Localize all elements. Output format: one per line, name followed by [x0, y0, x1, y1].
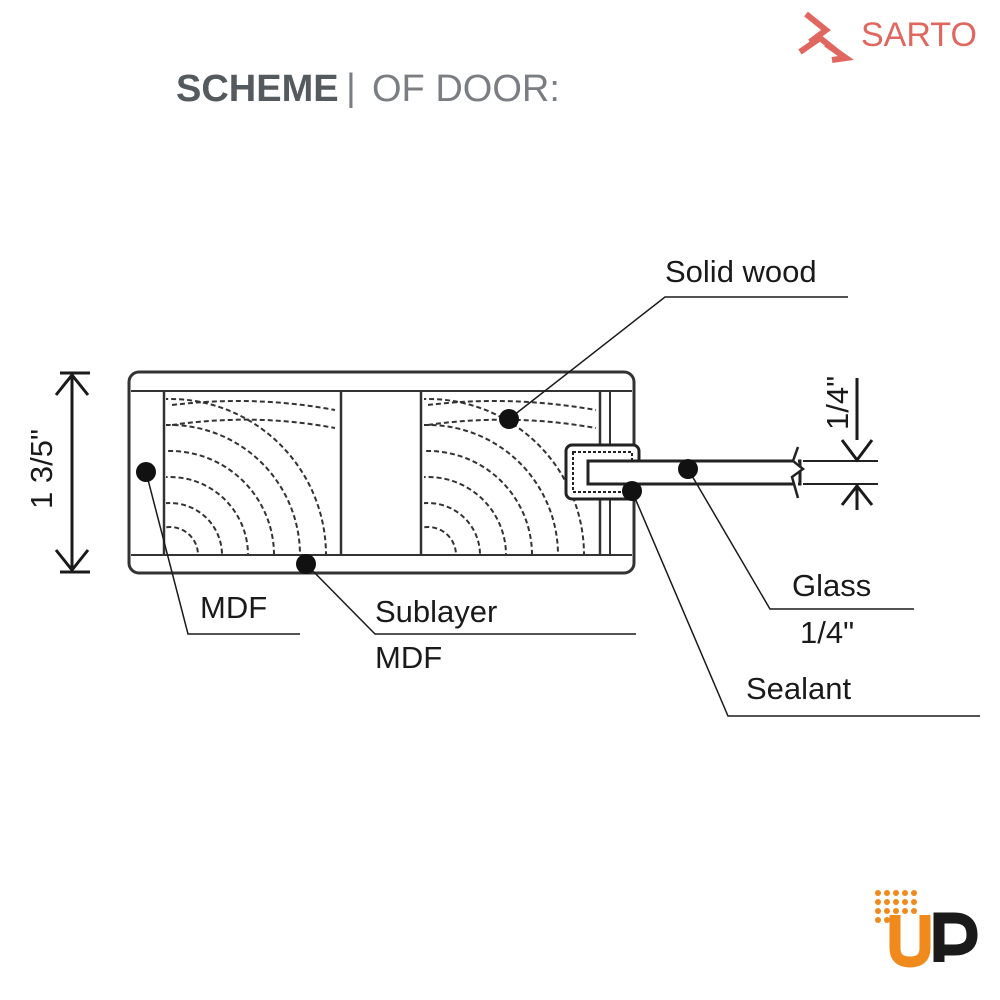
callout-dots: [136, 409, 698, 574]
dot-sealant: [622, 481, 642, 501]
sarto-logo-text: SARTO: [861, 16, 977, 54]
dot-solid-wood: [499, 409, 519, 429]
dot-mdf: [136, 462, 156, 482]
leader-mdf: [145, 471, 300, 635]
label-sublayer: Sublayer: [375, 594, 497, 629]
arrow-down-icon: [54, 549, 90, 573]
leader-sealant: [631, 490, 980, 717]
leader-glass: [687, 468, 914, 610]
up-letter-u: [889, 915, 931, 968]
leader-solid-wood: [508, 296, 848, 420]
label-mdf: MDF: [200, 590, 267, 625]
up-dot-pattern: [875, 890, 917, 923]
sarto-logo: SARTO: [798, 11, 977, 63]
label-sealant: Sealant: [746, 671, 852, 706]
title-light: OF DOOR:: [372, 68, 560, 110]
thickness-label: 1 3/5": [24, 429, 59, 509]
label-glass: Glass: [792, 568, 871, 603]
dot-glass: [678, 459, 698, 479]
solid-wood-left-grain: [166, 398, 336, 555]
leader-sublayer: [305, 563, 636, 635]
title-separator: |: [346, 67, 356, 109]
page-title: SCHEME | OF DOOR:: [176, 67, 560, 110]
arrow-up-icon: [840, 483, 874, 506]
leader-lines: [145, 296, 980, 717]
thickness-dimension: [54, 371, 90, 574]
dot-sublayer: [296, 554, 316, 574]
label-glass-thickness: 1/4": [800, 615, 854, 650]
glass-thickness-label: 1/4": [820, 376, 855, 430]
title-bold: SCHEME: [176, 68, 339, 110]
label-solid-wood: Solid wood: [665, 254, 817, 289]
up-letter-p: [933, 912, 978, 962]
arrow-down-icon: [840, 439, 874, 463]
label-sublayer-mdf: MDF: [375, 640, 442, 675]
glass-break-mark: [790, 446, 806, 499]
sarto-logo-icon: [798, 11, 854, 63]
glass-sealant-assembly: [564, 443, 878, 501]
glass-thickness-dimension: [840, 378, 874, 510]
arrow-up-icon: [54, 372, 90, 396]
sealant-inner: [572, 451, 633, 493]
up-watermark-logo: [875, 890, 978, 968]
